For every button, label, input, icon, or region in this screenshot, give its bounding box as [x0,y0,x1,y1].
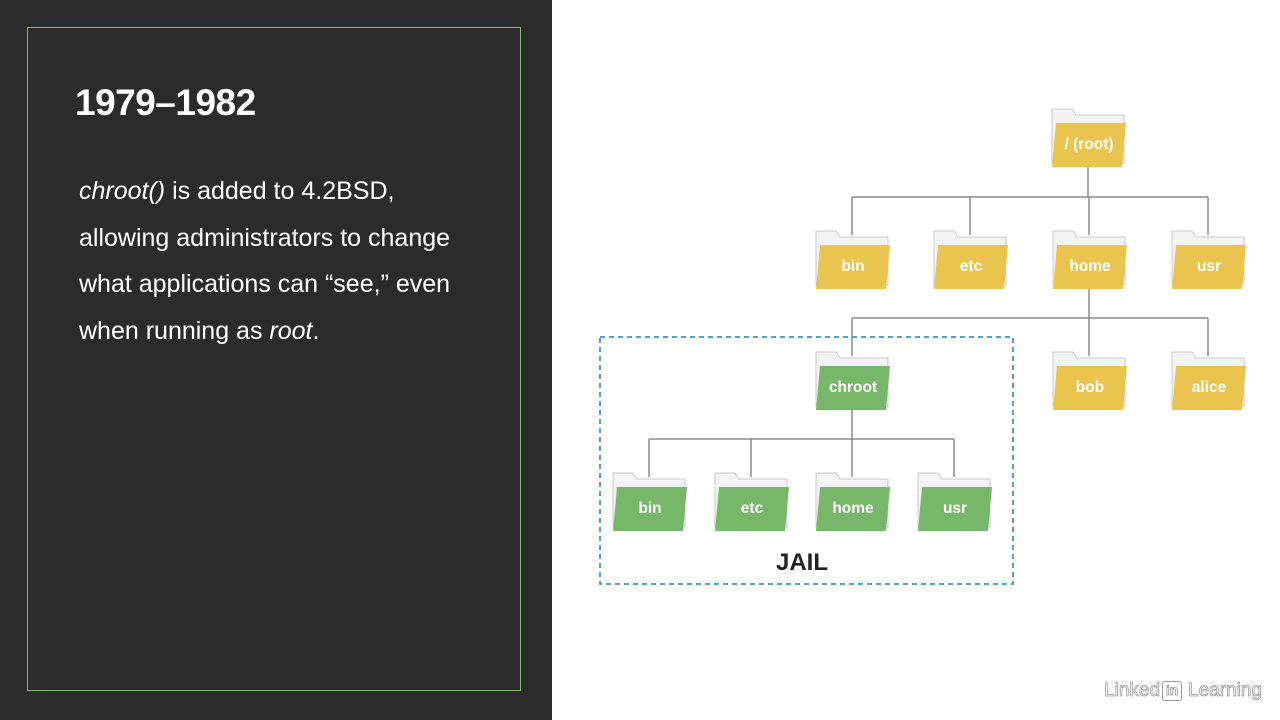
text-panel: 1979–1982 chroot() is added to 4.2BSD, a… [0,0,552,720]
body-part: is added to 4.2BSD, allowing administrat… [79,177,451,345]
folder-label: alice [1192,379,1227,396]
folder-label: / (root) [1064,136,1113,153]
folder-jhome: home [815,472,890,531]
folder-chroot: chroot [815,351,890,410]
folder-etc: etc [933,230,1008,289]
folder-label: home [832,500,874,517]
folder-jbin: bin [612,472,687,531]
folder-face [1172,366,1246,410]
jail-label: JAIL [776,549,828,576]
folder-face [715,487,789,531]
folder-face [1053,366,1127,410]
folder-bin: bin [815,230,890,289]
folder-label: etc [960,258,983,275]
logo-in-icon: in [1162,681,1183,701]
logo-text-learning: Learning [1188,680,1263,702]
folder-face [816,245,890,289]
folder-jetc: etc [714,472,789,531]
folder-home: home [1052,230,1127,289]
folder-bob: bob [1052,351,1127,410]
body-part: root [269,316,313,345]
folder-label: etc [741,500,764,517]
folder-face [816,366,890,410]
folder-face [1052,123,1126,167]
linkedin-learning-logo: Linked in Learning [1104,678,1263,704]
folder-face [816,487,890,531]
panel-frame [27,27,521,691]
slide-body: chroot() is added to 4.2BSD, allowing ad… [79,168,479,354]
folder-label: bin [841,258,864,275]
folder-face [918,487,992,531]
folder-label: bob [1076,379,1104,396]
logo-text-linked: Linked [1104,680,1161,702]
tree-connectors [648,163,1209,477]
folder-alice: alice [1171,351,1246,410]
folder-usr: usr [1171,230,1246,289]
folder-label: bin [638,500,661,517]
folder-face [934,245,1008,289]
folder-face [613,487,687,531]
body-part: chroot() [79,177,166,205]
folder-face [1172,245,1246,289]
folder-face [1053,245,1127,289]
folder-label: chroot [829,379,877,396]
folder-label: home [1069,258,1111,275]
folder-label: usr [1197,258,1221,275]
folder-nodes: / (root) bin etc home usr chroot bob alice bin et… [612,108,1246,531]
slide-title: 1979–1982 [75,82,256,123]
folder-label: usr [943,500,967,517]
jail-boundary [599,336,1014,585]
body-part: . [312,316,320,345]
folder-root: / (root) [1051,108,1126,167]
folder-jusr: usr [917,472,992,531]
